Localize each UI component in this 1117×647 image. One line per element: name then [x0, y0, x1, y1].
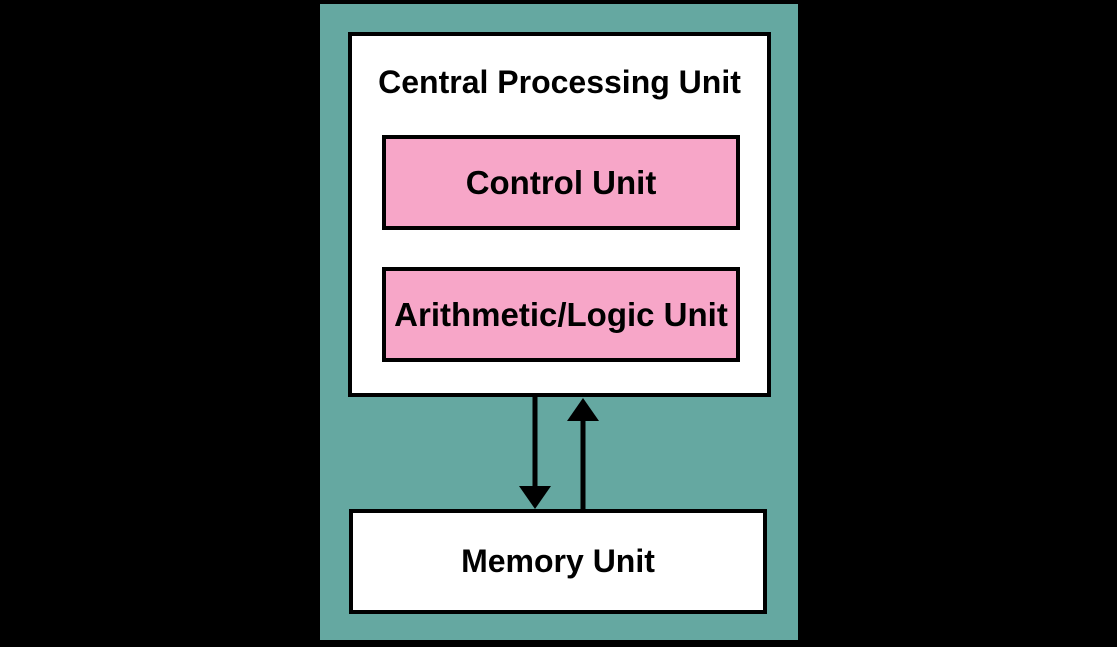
control-unit-label: Control Unit	[465, 163, 657, 201]
alu-label: Arithmetic/Logic Unit	[394, 295, 728, 333]
cpu-title: Central Processing Unit	[378, 64, 741, 100]
alu-box: Arithmetic/Logic Unit	[382, 267, 740, 362]
cpu-box: Central Processing Unit Control Unit Ari…	[348, 32, 771, 397]
arrows-svg	[519, 397, 599, 509]
arrow-cpu-to-memory-icon	[519, 397, 551, 509]
memory-unit-label: Memory Unit	[461, 543, 655, 579]
arrow-memory-to-cpu-icon	[567, 398, 599, 509]
control-unit-box: Control Unit	[382, 135, 740, 230]
memory-unit-box: Memory Unit	[349, 509, 767, 614]
